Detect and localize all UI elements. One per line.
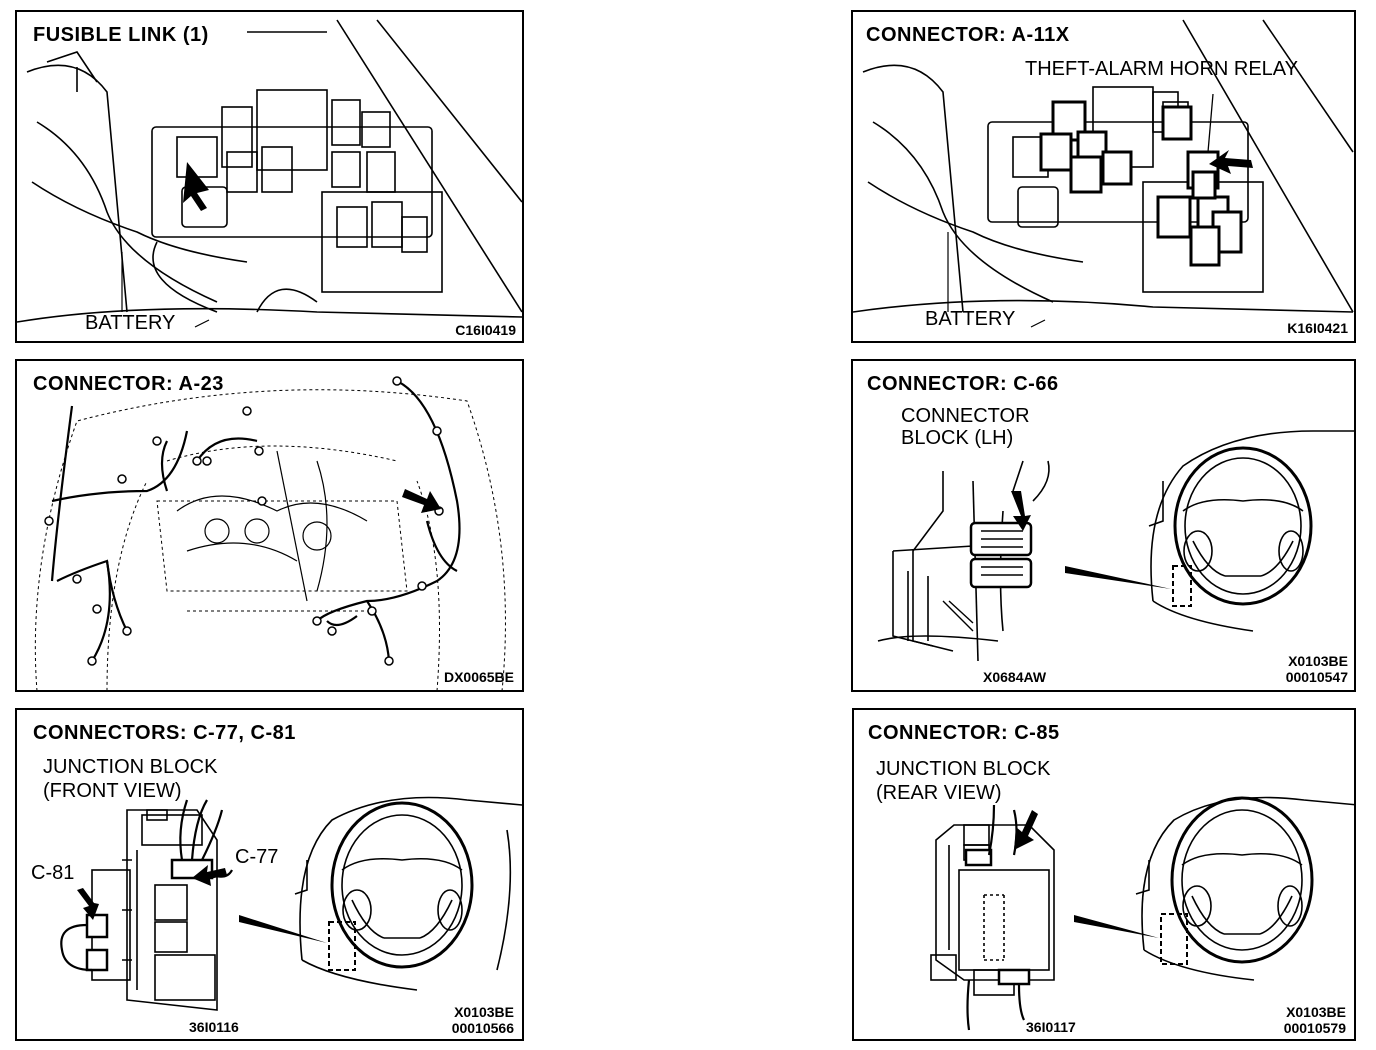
battery-label: BATTERY	[925, 308, 1016, 330]
battery-label: BATTERY	[85, 312, 176, 334]
panel-title: CONNECTOR: C-66	[867, 373, 1059, 395]
figure-code-right-1: X0103BE	[454, 1004, 514, 1020]
block-label-line1: CONNECTOR	[901, 405, 1030, 427]
panel-connectors-c77-c81: CONNECTORS: C-77, C-81 JUNCTION BLOCK (F…	[15, 708, 524, 1041]
panel-connector-c85: CONNECTOR: C-85 JUNCTION BLOCK (REAR VIE…	[852, 708, 1356, 1041]
pointer-arrow-icon	[1011, 491, 1031, 531]
engine-compartment-harness-illustration	[34, 376, 506, 690]
engine-bay-relay-illustration	[853, 19, 1354, 328]
pointer-arrow-icon	[192, 865, 227, 886]
junction-block-rear-illustration	[930, 796, 1354, 1031]
panel-title: CONNECTOR: A-23	[33, 373, 224, 395]
figure-code-left: 36I0116	[189, 1019, 239, 1035]
c77-label: C-77	[235, 846, 279, 868]
figure-code: C16I0419	[455, 322, 516, 338]
figure-code-right-2: 00010566	[451, 1020, 514, 1036]
figure-code-right-2: 00010547	[1285, 669, 1348, 685]
panel-title: CONNECTORS: C-77, C-81	[33, 722, 296, 744]
block-label-line2: (REAR VIEW)	[876, 782, 1002, 804]
pointer-wedge-icon	[1065, 566, 1171, 589]
pointer-arrow-icon	[183, 162, 209, 211]
junction-block-front-illustration	[60, 796, 522, 1011]
figure-code: DX0065BE	[443, 669, 514, 685]
panel-title: FUSIBLE LINK (1)	[33, 24, 209, 46]
figure-code-right-1: X0103BE	[1286, 1004, 1346, 1020]
panel-connector-a11x: CONNECTOR: A-11X THEFT-ALARM HORN RELAY …	[851, 10, 1356, 343]
connector-block-and-steering-illustration	[877, 430, 1354, 662]
panel-fusible-link: FUSIBLE LINK (1) BATTERY C16I0419	[15, 10, 524, 343]
block-label-line1: JUNCTION BLOCK	[43, 756, 218, 778]
block-label-line2: (FRONT VIEW)	[43, 780, 182, 802]
panel-connector-c66: CONNECTOR: C-66 CONNECTOR BLOCK (LH) X06…	[851, 359, 1356, 692]
panel-title: CONNECTOR: C-85	[868, 722, 1060, 744]
block-label-line1: JUNCTION BLOCK	[876, 758, 1051, 780]
panel-connector-a23: CONNECTOR: A-23 DX0065BE	[15, 359, 524, 692]
engine-bay-fuse-illustration	[17, 19, 522, 328]
block-label-line2: BLOCK (LH)	[901, 427, 1014, 449]
pointer-arrow-icon	[77, 888, 99, 920]
c81-label: C-81	[31, 862, 75, 884]
relay-label: THEFT-ALARM HORN RELAY	[1025, 58, 1298, 80]
figure-code: K16I0421	[1287, 320, 1348, 336]
pointer-wedge-icon	[239, 915, 327, 943]
figure-code-right-2: 00010579	[1283, 1020, 1346, 1036]
pointer-wedge-icon	[1074, 915, 1159, 938]
pointer-arrow-icon	[1014, 810, 1038, 850]
pointer-arrow-icon	[1209, 150, 1253, 174]
figure-code-right-1: X0103BE	[1288, 653, 1348, 669]
figure-code-left: 36I0117	[1026, 1019, 1076, 1035]
figure-code-left: X0684AW	[983, 669, 1047, 685]
pointer-arrow-icon	[402, 489, 441, 513]
panel-title: CONNECTOR: A-11X	[866, 24, 1070, 46]
